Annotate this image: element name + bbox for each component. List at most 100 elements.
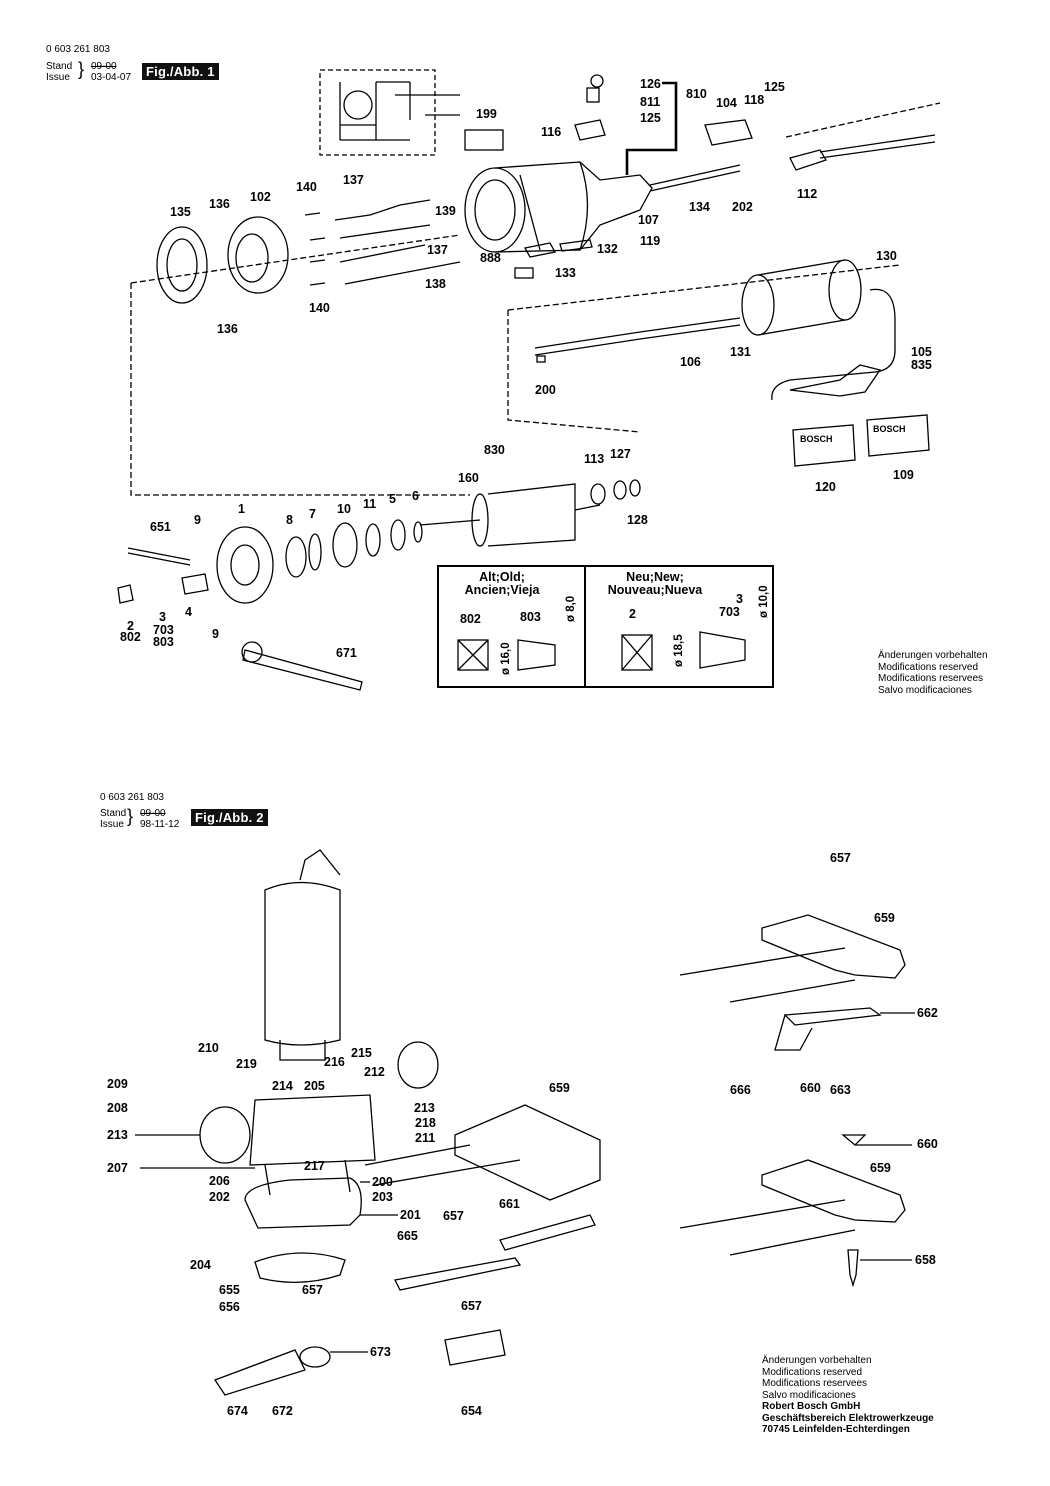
label-213b: 213 [107, 1128, 128, 1142]
label-140a: 140 [296, 180, 317, 194]
label-655: 655 [219, 1283, 240, 1297]
label-119: 119 [640, 234, 661, 248]
new-dim-10: ø 10,0 [758, 585, 770, 618]
router-motor [264, 849, 341, 1061]
inset-label-703: 703 [719, 605, 740, 619]
label-137b: 137 [427, 243, 448, 257]
end-cap-135 [156, 226, 208, 304]
label-671: 671 [336, 646, 357, 660]
company-name: Robert Bosch GmbH [762, 1401, 861, 1412]
label-202-fig2: 202 [209, 1190, 230, 1204]
knob-213-right [397, 1041, 439, 1089]
housing-131 [741, 259, 862, 336]
label-666: 666 [730, 1083, 751, 1097]
label-128: 128 [627, 513, 648, 527]
label-703: 703 [153, 623, 174, 637]
guide-659-top [679, 914, 906, 1003]
label-660a: 660 [800, 1081, 821, 1095]
label-133: 133 [555, 266, 576, 280]
label-673: 673 [370, 1345, 391, 1359]
switch-104 [704, 119, 753, 146]
label-109: 109 [893, 468, 914, 482]
label-205: 205 [304, 1079, 325, 1093]
label-116: 116 [541, 125, 562, 139]
inset-label-2: 2 [629, 607, 636, 621]
label-216: 216 [324, 1055, 345, 1069]
label-106: 106 [680, 355, 701, 369]
note2-de: Änderungen vorbehalten [762, 1355, 872, 1366]
fig2-stand-label: Stand [100, 808, 127, 819]
flange-1 [216, 526, 274, 604]
collet-comparison-box [437, 565, 774, 688]
label-139: 139 [435, 204, 456, 218]
label-672: 672 [272, 1404, 293, 1418]
note2-en: Modifications reserved [762, 1366, 863, 1378]
old-dim-16: ø 16,0 [500, 642, 512, 675]
label-125b: 125 [764, 80, 785, 94]
label-888: 888 [480, 251, 501, 265]
fig2-part-number: 0 603 261 803 [100, 792, 164, 803]
note-fr: Modifications reservees [878, 673, 984, 684]
note-en: Modifications reserved [878, 661, 979, 673]
label-657b: 657 [443, 1209, 464, 1223]
label-203: 203 [372, 1190, 393, 1204]
nameplate-109 [866, 414, 930, 457]
fig1-part-number: 0 603 261 803 [46, 44, 110, 55]
label-112: 112 [797, 187, 818, 201]
label-131: 131 [730, 345, 751, 359]
fig1-modifications-note: Änderungen vorbehalten Modifications res… [878, 650, 988, 696]
label-674: 674 [227, 1404, 248, 1418]
knob-213-left [199, 1106, 251, 1164]
label-212: 212 [364, 1065, 385, 1079]
label-802: 802 [120, 630, 141, 644]
label-127: 127 [610, 447, 631, 461]
inset-label-803: 803 [520, 610, 541, 624]
old-dim-8: ø 8,0 [565, 595, 577, 622]
label-210: 210 [198, 1041, 219, 1055]
field-102 [227, 216, 289, 294]
label-215: 215 [351, 1046, 372, 1060]
new-dim-18-5: ø 18,5 [673, 634, 685, 667]
label-10: 10 [337, 502, 351, 516]
label-219: 219 [236, 1057, 257, 1071]
label-207: 207 [107, 1161, 128, 1175]
label-126: 126 [640, 77, 661, 91]
motor-housing [464, 161, 653, 253]
label-105: 105 [911, 345, 932, 359]
label-2: 2 [127, 619, 134, 633]
label-656: 656 [219, 1300, 240, 1314]
nameplate-brand-109: BOSCH [873, 424, 906, 434]
plug-835 [789, 364, 882, 397]
label-7: 7 [309, 507, 316, 521]
label-160: 160 [458, 471, 479, 485]
label-810: 810 [686, 87, 707, 101]
label-136b: 136 [217, 322, 238, 336]
label-663: 663 [830, 1083, 851, 1097]
label-3: 3 [159, 610, 166, 624]
label-201: 201 [400, 1208, 421, 1222]
label-140b: 140 [309, 301, 330, 315]
label-200-fig2: 200 [372, 1175, 393, 1189]
label-217: 217 [304, 1159, 325, 1173]
label-138: 138 [425, 277, 446, 291]
label-659a: 659 [874, 911, 895, 925]
label-8: 8 [286, 513, 293, 527]
parallel-guide-659 [364, 1104, 601, 1201]
fig1-stand-label: Stand [46, 61, 73, 72]
fig1-title: Fig./Abb. 1 [142, 63, 219, 80]
fig1-issue-value: 03-04-07 [91, 72, 132, 83]
label-803: 803 [153, 635, 174, 649]
label-plate-199 [464, 129, 504, 151]
label-659b: 659 [870, 1161, 891, 1175]
label-200: 200 [535, 383, 556, 397]
label-202: 202 [732, 200, 753, 214]
label-132: 132 [597, 242, 618, 256]
fig1-stand-value: 09-00 [91, 61, 117, 72]
label-137a: 137 [343, 173, 364, 187]
label-208: 208 [107, 1101, 128, 1115]
label-213a: 213 [414, 1101, 435, 1115]
note2-fr: Modifications reservees [762, 1378, 868, 1389]
nameplate-brand-120: BOSCH [800, 434, 833, 444]
note2-es: Salvo modificaciones [762, 1389, 856, 1401]
